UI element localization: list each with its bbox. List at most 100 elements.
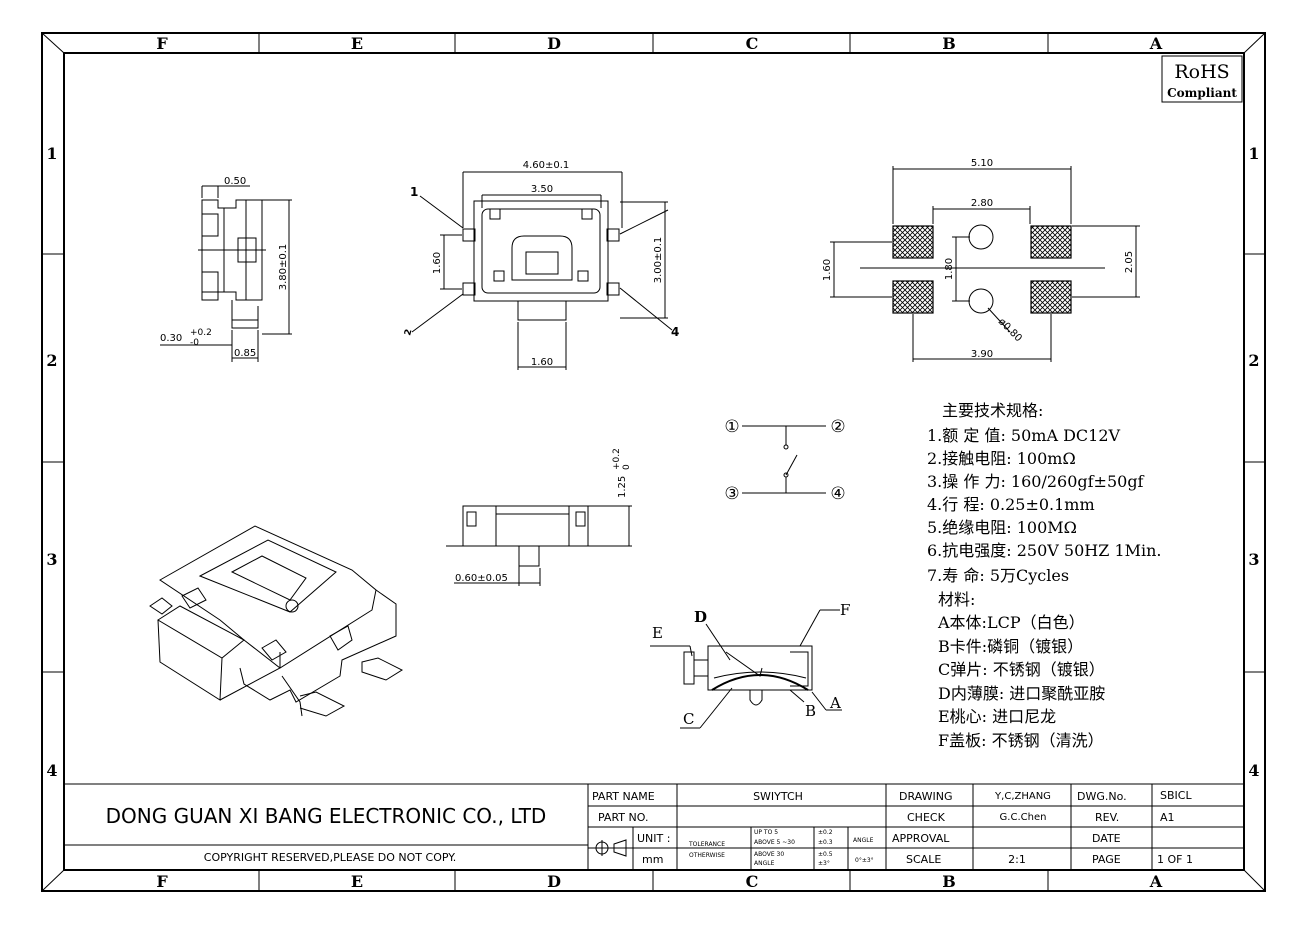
dim-pad-left-height: 1.60 (822, 259, 833, 281)
row-label-left: 1 (46, 144, 57, 163)
scale-value: 2:1 (1008, 853, 1026, 866)
front-view: 1.25 +0.2 0 0.60±0.05 (446, 448, 632, 586)
dim-actuator-width: 1.60 (531, 357, 553, 368)
col-label-top: C (746, 34, 759, 53)
dim-front-height-base: 1.25 (617, 476, 628, 498)
dim-pad-right-height: 2.05 (1124, 251, 1135, 273)
tol-value: ±0.2 (818, 829, 833, 836)
col-label-top: E (351, 34, 363, 53)
row-label-right: 2 (1248, 351, 1259, 370)
col-label-top: D (547, 34, 561, 53)
material-item: E桃心: 进口尼龙 (938, 707, 1056, 726)
rohs-badge: RoHS Compliant (1161, 55, 1243, 103)
dim-top-width: 0.50 (224, 176, 246, 187)
scale-label: SCALE (906, 853, 941, 866)
part-name-label: PART NAME (592, 790, 655, 803)
unit-label: UNIT : (637, 832, 670, 845)
dim-lead-tol-plus: +0.2 (190, 328, 212, 338)
section-label-c: C (683, 710, 694, 728)
dim-lead-tol-minus: -0 (190, 338, 199, 348)
row-label-right: 4 (1248, 761, 1259, 780)
material-item: F盖板: 不锈钢（清洗） (938, 731, 1104, 750)
part-name-value: SWIYTCH (753, 790, 803, 803)
check-by: G.C.Chen (1000, 812, 1047, 823)
dim-left-height: 1.60 (432, 252, 443, 274)
angle-label: ANGLE (853, 837, 874, 844)
switch-schematic: ① ② ③ ④ (724, 417, 845, 504)
section-view: E D F A B C (650, 601, 850, 729)
rev-label: REV. (1095, 811, 1119, 824)
drawing-by: Y,C,ZHANG (994, 791, 1051, 802)
dim-front-height-plus: +0.2 (612, 448, 622, 470)
pin-1-label: 1 (410, 185, 418, 199)
copyright-notice: COPYRIGHT RESERVED,PLEASE DO NOT COPY. (204, 851, 456, 864)
tol-range: ANGLE (754, 860, 775, 867)
pin-2-label: 2 (403, 328, 414, 337)
row-label-left: 2 (46, 351, 57, 370)
dwg-no-label: DWG.No. (1077, 790, 1127, 803)
section-label-a: A (829, 694, 841, 712)
material-item: A本体:LCP（白色） (937, 613, 1085, 632)
dim-front-height-minus: 0 (622, 464, 632, 470)
dim-lead-width: 0.85 (234, 348, 256, 359)
section-label-e: E (652, 624, 663, 642)
section-label-d: D (694, 608, 707, 626)
material-item: B卡件:磷铜（镀银） (938, 637, 1083, 656)
material-item: C弹片: 不锈钢（镀银） (938, 660, 1105, 679)
col-label-top: F (156, 34, 168, 53)
isometric-view (149, 525, 404, 717)
col-label-bottom: F (156, 872, 168, 891)
tol-range: UP TO 5 (754, 829, 778, 836)
tol-value: ±0.5 (818, 851, 833, 858)
col-label-top: B (942, 34, 956, 53)
dim-lead-tol-base: 0.30 (160, 333, 182, 344)
side-view: 0.50 3.80±0.1 0.30 +0.2 -0 0.85 (160, 176, 292, 362)
pin-4-label: 4 (671, 325, 679, 339)
col-label-bottom: E (351, 872, 363, 891)
rohs-compliant-text: Compliant (1167, 86, 1237, 100)
check-label: CHECK (907, 811, 946, 824)
dim-front-actuator-width: 0.60±0.05 (455, 573, 508, 584)
pad-layout-view: 5.10 2.80 1.60 1.80 2.05 3.90 ø0.80 (822, 158, 1140, 362)
rev-value: A1 (1160, 811, 1175, 824)
spec-item: 3.操 作 力: 160/260gf±50gf (927, 472, 1145, 491)
dim-outer-width: 4.60±0.1 (523, 160, 570, 171)
angle-value: 0°±3° (855, 857, 874, 864)
spec-item: 2.接触电阻: 100mΩ (927, 449, 1076, 468)
material-item: D内薄膜: 进口聚酰亚胺 (938, 684, 1105, 703)
top-view: 4.60±0.1 3.50 1.60 3.00±0.1 1.60 1 2 4 (403, 160, 679, 370)
page-value: 1 OF 1 (1157, 853, 1193, 866)
dim-pad-total-width: 5.10 (971, 158, 993, 169)
specs-title: 主要技术规格: (942, 401, 1043, 420)
rohs-text: RoHS (1174, 61, 1229, 83)
col-label-bottom: C (746, 872, 759, 891)
dim-inner-width: 3.50 (531, 184, 553, 195)
tol-value: ±3° (818, 860, 830, 867)
col-label-bottom: A (1149, 872, 1163, 891)
spec-item: 7.寿 命: 5万Cycles (927, 566, 1069, 585)
dim-pad-center-height: 1.80 (944, 258, 955, 280)
col-label-bottom: D (547, 872, 561, 891)
tol-value: ±0.3 (818, 839, 833, 846)
specifications-list: 主要技术规格: 1.额 定 值: 50mA DC12V 2.接触电阻: 100m… (927, 401, 1162, 750)
dim-hole-spacing: 2.80 (971, 198, 993, 209)
title-block: DONG GUAN XI BANG ELECTRONIC CO., LTD CO… (64, 783, 1244, 870)
spec-item: 4.行 程: 0.25±0.1mm (927, 495, 1095, 514)
approval-label: APPROVAL (892, 832, 950, 845)
date-label: DATE (1092, 832, 1121, 845)
col-label-top: A (1149, 34, 1163, 53)
row-label-right: 3 (1248, 550, 1259, 569)
section-label-f: F (840, 601, 850, 619)
dim-hole-diameter: ø0.80 (996, 316, 1024, 344)
dim-height: 3.80±0.1 (278, 244, 289, 291)
spec-item: 1.额 定 值: 50mA DC12V (927, 426, 1121, 445)
schematic-pin-3: ③ (724, 484, 739, 504)
dim-pad-bottom-width: 3.90 (971, 349, 993, 360)
unit-value: mm (642, 853, 663, 866)
row-label-left: 4 (46, 761, 57, 780)
dim-right-height: 3.00±0.1 (653, 237, 664, 284)
otherwise-label: OTHERWISE (689, 852, 725, 859)
materials-title: 材料: (938, 590, 975, 609)
company-name: DONG GUAN XI BANG ELECTRONIC CO., LTD (106, 804, 547, 828)
page-label: PAGE (1092, 853, 1121, 866)
